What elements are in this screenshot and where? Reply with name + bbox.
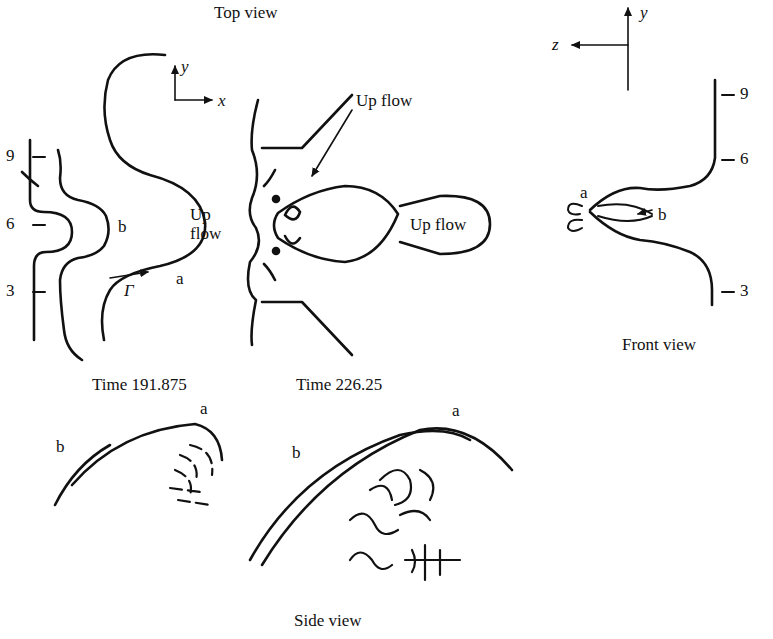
axis-label: z: [552, 36, 559, 55]
flow-label: Up flow: [410, 216, 466, 235]
line-label: b: [118, 218, 127, 237]
axis-label: y: [181, 58, 189, 77]
view-title: Front view: [622, 336, 696, 355]
axis-tick-label: 9: [6, 147, 15, 166]
time-label: Time 226.25: [296, 376, 382, 395]
axis-tick-label: 3: [6, 282, 15, 301]
line-label: a: [580, 184, 588, 203]
circulation-label: Γ: [124, 282, 134, 301]
view-title: Side view: [294, 612, 362, 631]
axis-label: y: [640, 4, 648, 23]
time-label: Time 191.875: [92, 376, 187, 395]
axis-tick-label: 6: [6, 215, 15, 234]
line-label: b: [658, 206, 667, 225]
axis-tick-label: 6: [740, 150, 749, 169]
view-title: Top view: [214, 4, 278, 23]
line-label: b: [56, 438, 65, 457]
line-label: a: [176, 270, 184, 289]
axis-tick-label: 9: [740, 85, 749, 104]
flow-label: Up flow: [356, 92, 412, 111]
line-label: a: [452, 402, 460, 421]
axis-label: x: [218, 92, 226, 111]
flow-label: Up flow: [190, 206, 230, 243]
line-label: a: [200, 400, 208, 419]
axis-tick-label: 3: [740, 282, 749, 301]
line-label: b: [292, 444, 301, 463]
